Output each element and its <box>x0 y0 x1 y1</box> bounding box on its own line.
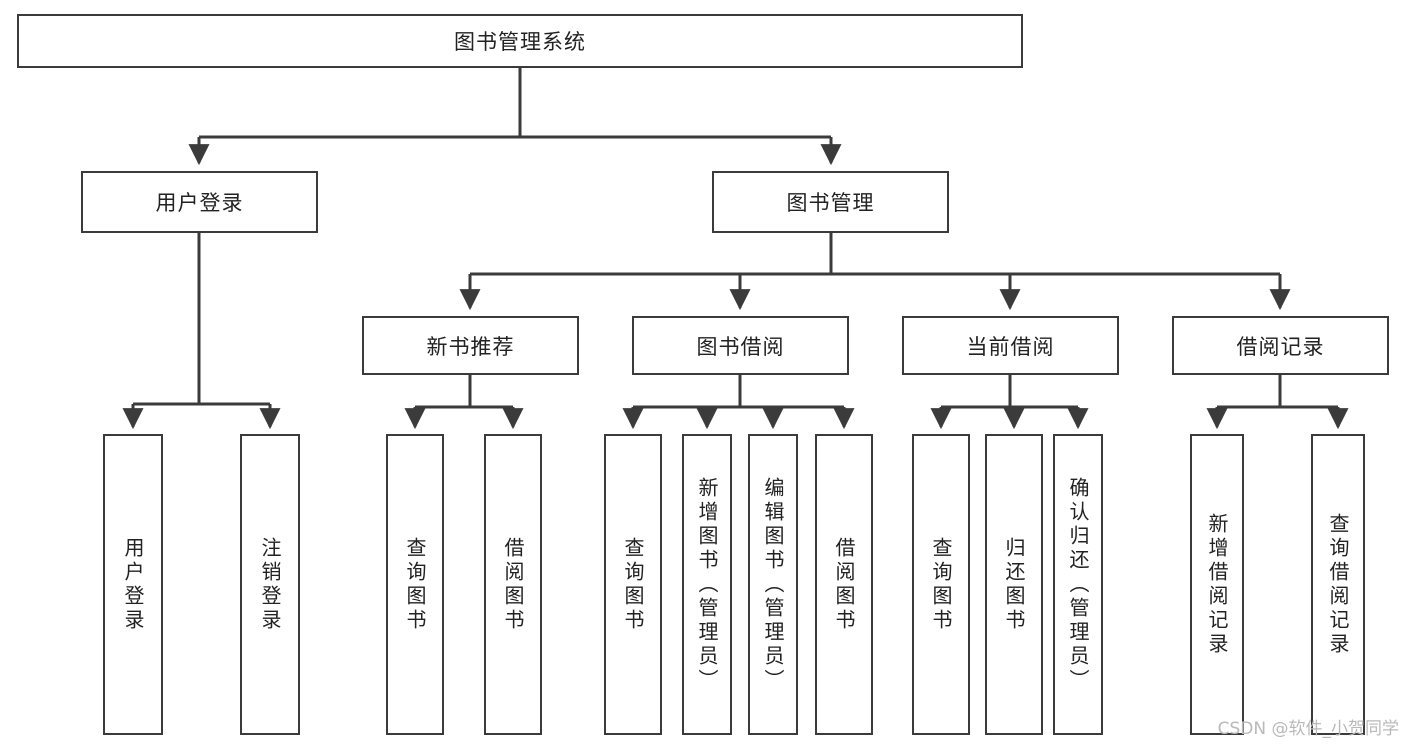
node-new-book-recommend-label: 新书推荐 <box>426 334 515 359</box>
node-leaf-borrow-book-2[interactable]: 借阅图书 <box>815 434 873 735</box>
node-leaf-confirm-return[interactable]: 确认归还（管理员） <box>1053 434 1103 735</box>
node-leaf-borrow-book-2-label: 借阅图书 <box>832 536 856 633</box>
node-leaf-return-book-label: 归还图书 <box>1002 536 1026 633</box>
node-leaf-user-login[interactable]: 用户登录 <box>103 434 163 735</box>
node-leaf-borrow-book-1-label: 借阅图书 <box>501 536 525 633</box>
node-leaf-logout[interactable]: 注销登录 <box>240 434 300 735</box>
watermark-text: CSDN @软件_小贺同学 <box>1217 719 1399 739</box>
node-leaf-query-book-1[interactable]: 查询图书 <box>386 434 444 735</box>
node-new-book-recommend[interactable]: 新书推荐 <box>362 316 579 375</box>
node-leaf-confirm-return-label: 确认归还（管理员） <box>1066 476 1090 693</box>
node-leaf-query-record[interactable]: 查询借阅记录 <box>1311 434 1365 735</box>
node-leaf-add-record[interactable]: 新增借阅记录 <box>1190 434 1244 735</box>
node-leaf-edit-book-label: 编辑图书（管理员） <box>761 476 785 693</box>
node-current-borrow-label: 当前借阅 <box>966 334 1055 359</box>
node-root[interactable]: 图书管理系统 <box>17 14 1023 68</box>
node-root-label: 图书管理系统 <box>454 30 586 54</box>
node-user-login-label: 用户登录 <box>155 191 244 215</box>
node-current-borrow[interactable]: 当前借阅 <box>902 316 1119 375</box>
node-leaf-edit-book[interactable]: 编辑图书（管理员） <box>748 434 798 735</box>
node-book-management-label: 图书管理 <box>786 191 875 215</box>
node-leaf-add-book-label: 新增图书（管理员） <box>695 476 719 693</box>
node-book-borrow[interactable]: 图书借阅 <box>632 316 849 375</box>
node-leaf-query-book-2[interactable]: 查询图书 <box>604 434 662 735</box>
node-leaf-logout-label: 注销登录 <box>258 536 282 633</box>
node-leaf-add-book[interactable]: 新增图书（管理员） <box>682 434 732 735</box>
node-leaf-query-record-label: 查询借阅记录 <box>1326 512 1350 657</box>
node-leaf-query-book-1-label: 查询图书 <box>403 536 427 633</box>
node-leaf-query-book-3-label: 查询图书 <box>929 536 953 633</box>
node-leaf-return-book[interactable]: 归还图书 <box>985 434 1043 735</box>
node-leaf-add-record-label: 新增借阅记录 <box>1205 512 1229 657</box>
node-leaf-borrow-book-1[interactable]: 借阅图书 <box>484 434 542 735</box>
node-user-login[interactable]: 用户登录 <box>81 171 318 233</box>
node-borrow-record-label: 借阅记录 <box>1236 334 1325 359</box>
node-leaf-user-login-label: 用户登录 <box>121 536 145 633</box>
node-book-borrow-label: 图书借阅 <box>696 334 785 359</box>
node-leaf-query-book-2-label: 查询图书 <box>621 536 645 633</box>
node-leaf-query-book-3[interactable]: 查询图书 <box>912 434 970 735</box>
node-book-management[interactable]: 图书管理 <box>712 171 949 233</box>
node-borrow-record[interactable]: 借阅记录 <box>1172 316 1389 375</box>
